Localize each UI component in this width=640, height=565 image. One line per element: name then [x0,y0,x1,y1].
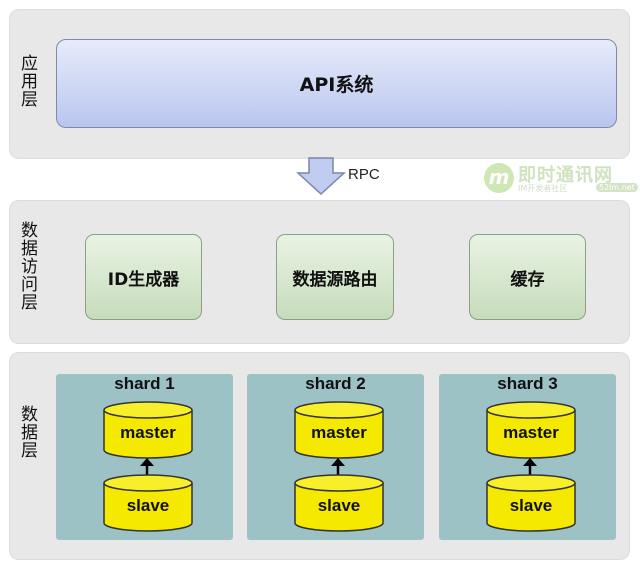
replication-arrow-icon [523,458,537,475]
shard-title: shard 3 [497,374,558,393]
database-cylinder-icon [294,474,384,532]
slave-database: slave [103,474,193,532]
application-layer-label: 应用层 [17,54,37,108]
database-cylinder-icon [103,401,193,459]
shard-box: shard 1 master slave [56,374,233,540]
master-database: master [294,401,384,459]
slave-database: slave [294,474,384,532]
slave-label: slave [509,496,553,515]
replication-arrow-icon [331,458,345,475]
shard-title: shard 1 [114,374,175,393]
slave-label: slave [317,496,361,515]
data-access-layer-label: 数据访问层 [17,221,37,311]
application-layer: 应用层 API系统 [9,9,630,159]
data-layer: 数据层 shard 1 master slave shard 2 [9,352,630,560]
master-database: master [103,401,193,459]
api-system-box: API系统 [56,39,617,128]
cache-box: 缓存 [469,234,586,320]
watermark-logo-icon: m [484,163,514,193]
database-cylinder-icon [486,474,576,532]
database-cylinder-icon [103,474,193,532]
rpc-label: RPC [348,166,380,183]
master-label: master [503,423,559,442]
database-cylinder-icon [294,401,384,459]
rpc-arrow-icon [296,157,346,195]
watermark-logo: m 即时通讯网 IM开发者社区 52im.net [484,163,638,195]
shard-box: shard 3 master slave [439,374,616,540]
datasource-router-box: 数据源路由 [276,234,394,320]
id-generator-box: ID生成器 [85,234,202,320]
watermark-title: 即时通讯网 [518,165,613,186]
slave-label: slave [126,496,170,515]
shard-title: shard 2 [305,374,366,393]
data-layer-label: 数据层 [17,405,37,459]
master-label: master [120,423,176,442]
watermark-subtitle: IM开发者社区 [518,184,568,193]
slave-database: slave [486,474,576,532]
master-database: master [486,401,576,459]
data-access-layer: 数据访问层 ID生成器 数据源路由 缓存 [9,200,630,344]
replication-arrow-icon [140,458,154,475]
shard-box: shard 2 master slave [247,374,424,540]
watermark-url: 52im.net [596,183,638,192]
database-cylinder-icon [486,401,576,459]
master-label: master [311,423,367,442]
